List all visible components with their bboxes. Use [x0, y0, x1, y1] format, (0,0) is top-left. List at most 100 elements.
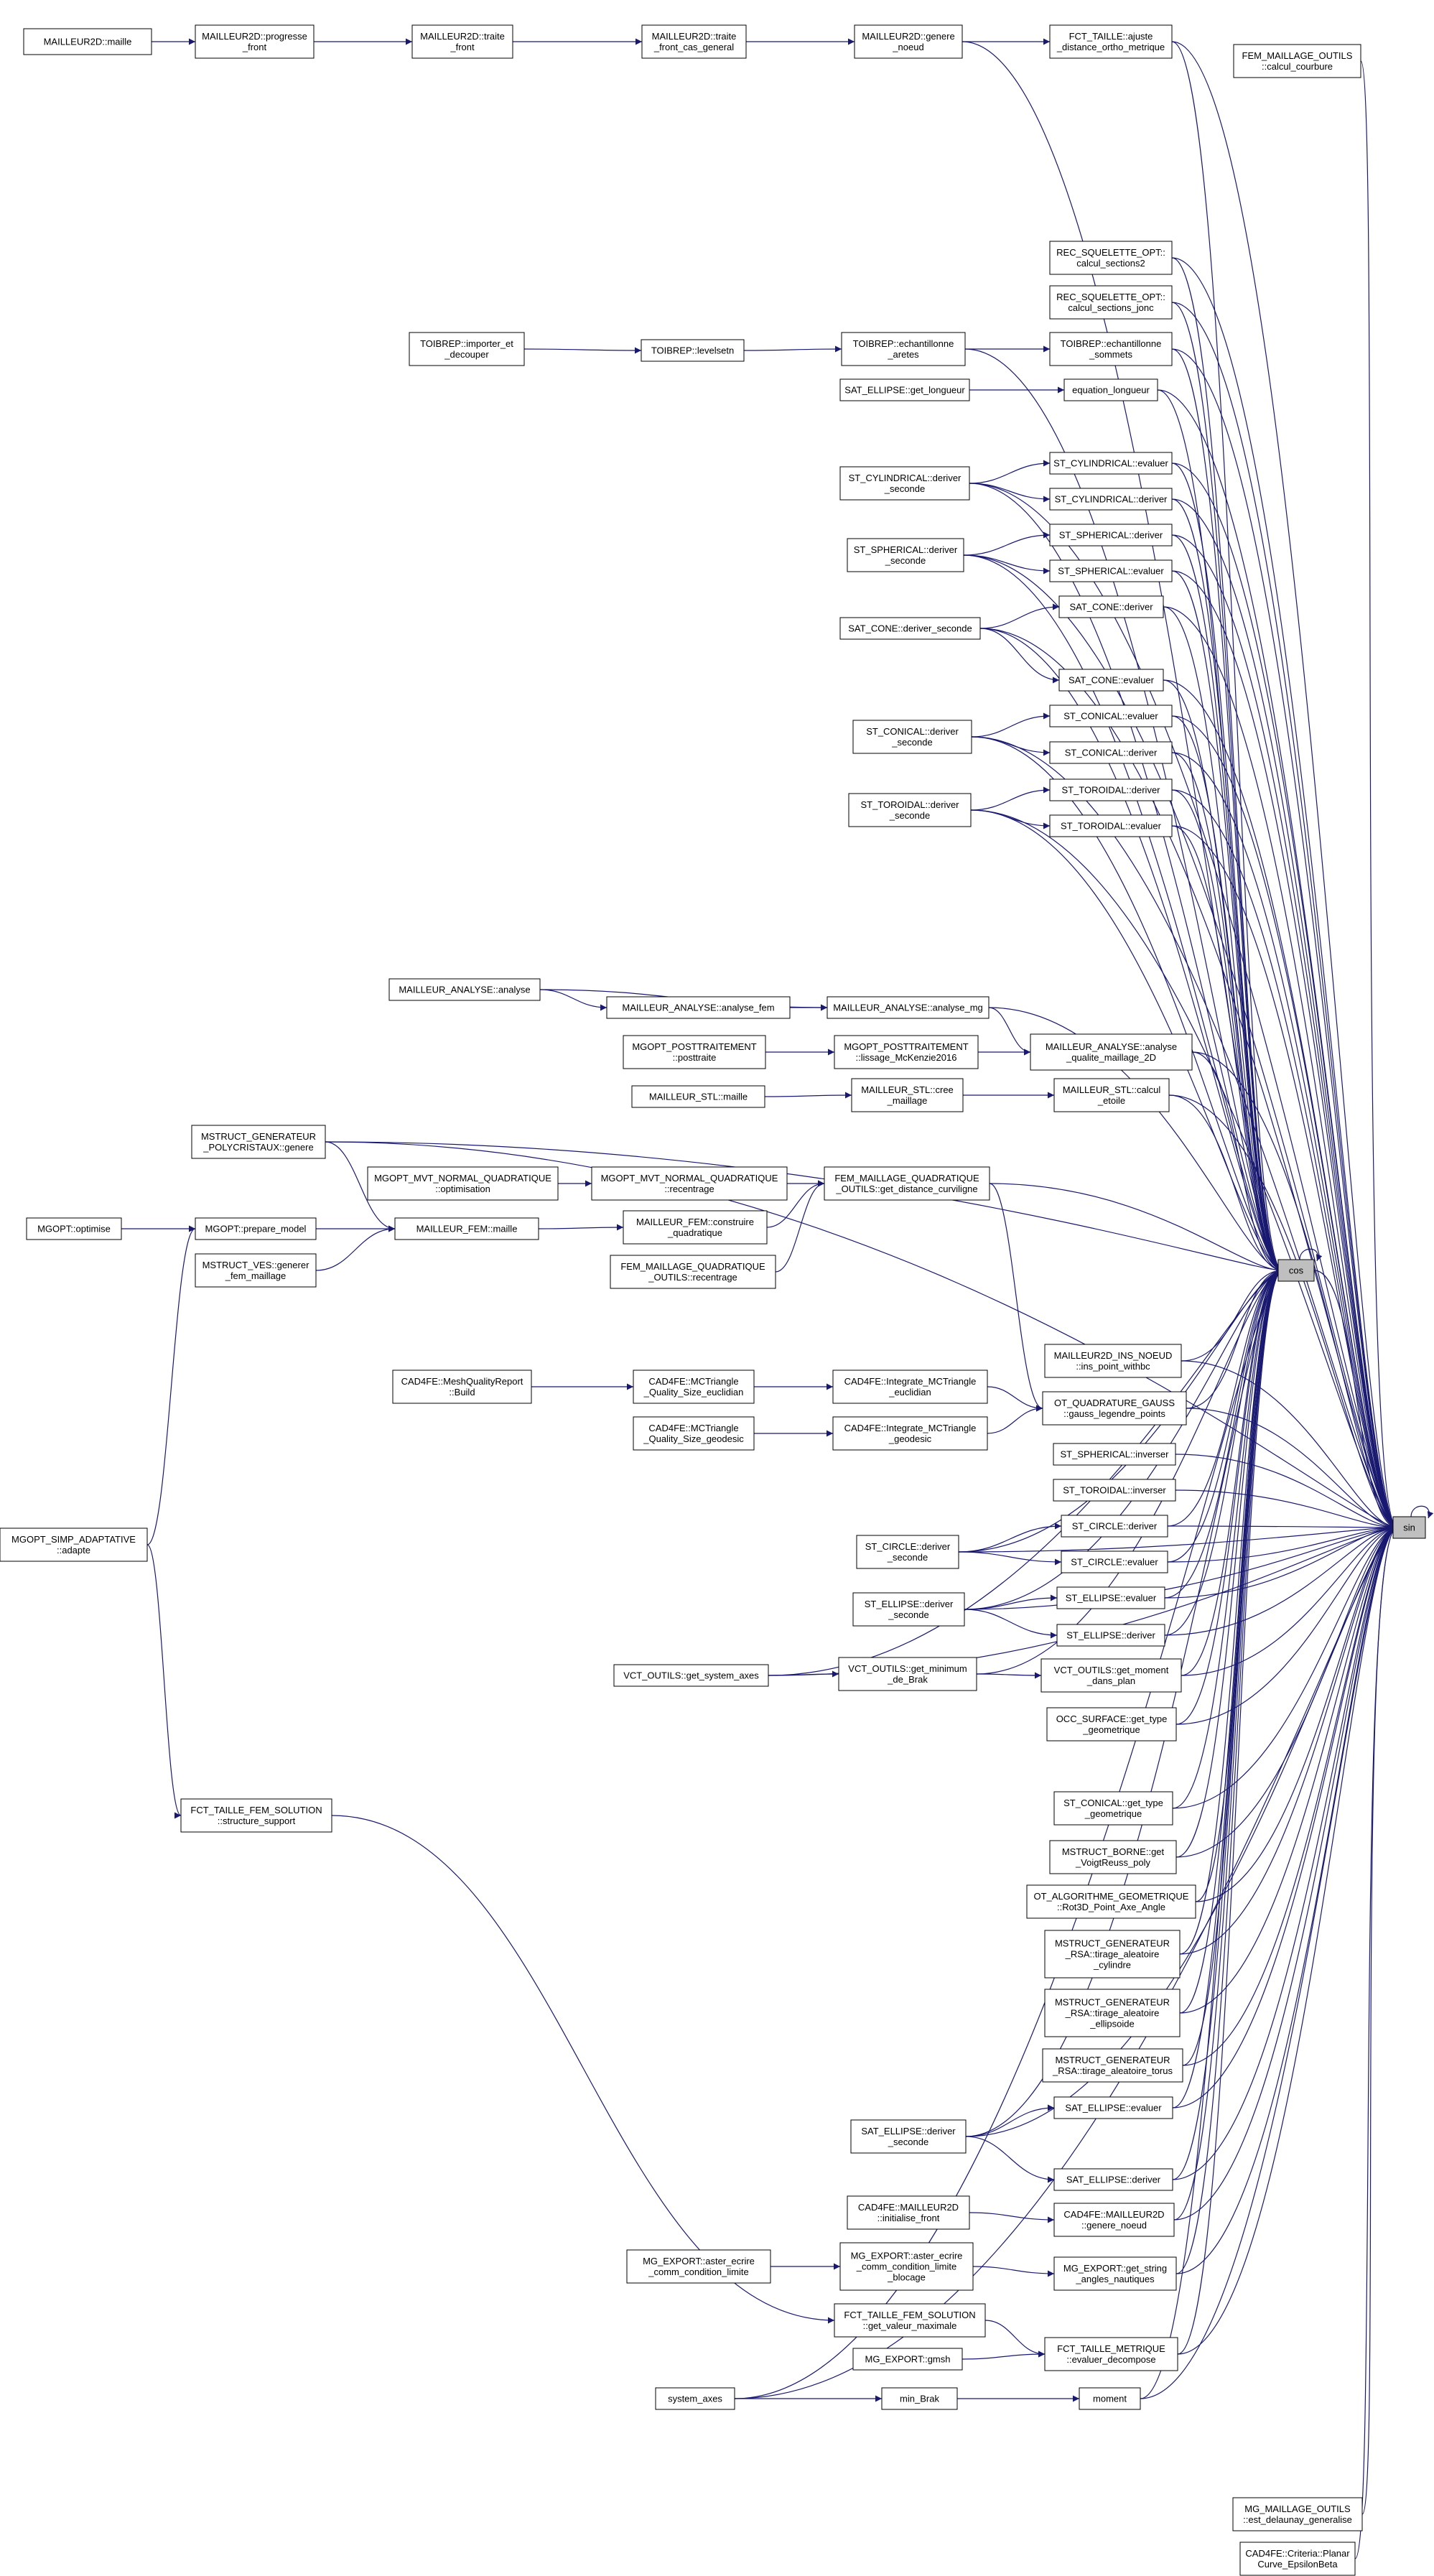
graph-node[interactable]: MGOPT_POSTTRAITEMENT::posttraite: [623, 1035, 766, 1069]
graph-node[interactable]: MAILLEUR_ANALYSE::analyse: [388, 978, 541, 1001]
graph-node[interactable]: ST_CONICAL::get_type_geometrique: [1053, 1791, 1173, 1826]
graph-node[interactable]: ST_CYLINDRICAL::deriver: [1049, 488, 1173, 511]
graph-node[interactable]: MG_EXPORT::aster_ecrire_comm_condition_l…: [839, 2242, 974, 2291]
graph-node[interactable]: MGOPT::optimise: [26, 1217, 122, 1240]
graph-node[interactable]: ST_ELLIPSE::deriver_seconde: [852, 1592, 965, 1627]
graph-node[interactable]: MGOPT_MVT_NORMAL_QUADRATIQUE::optimisati…: [367, 1166, 559, 1201]
graph-node[interactable]: SAT_CONE::evaluer: [1058, 669, 1164, 692]
graph-node[interactable]: CAD4FE::Integrate_MCTriangle_geodesic: [832, 1416, 988, 1451]
graph-node[interactable]: ST_SPHERICAL::deriver_seconde: [847, 538, 964, 572]
node-label: _decouper: [444, 349, 489, 360]
graph-node[interactable]: MAILLEUR2D::traite_front: [411, 24, 513, 59]
graph-node[interactable]: MAILLEUR_FEM::maille: [394, 1217, 539, 1240]
edge-n51-to-cos: [1181, 1267, 1283, 1362]
graph-node[interactable]: cos: [1277, 1259, 1315, 1282]
graph-node[interactable]: MAILLEUR2D::genere_noeud: [854, 24, 963, 59]
graph-node[interactable]: MAILLEUR_ANALYSE::analyse_qualite_mailla…: [1030, 1033, 1193, 1071]
graph-node[interactable]: MSTRUCT_BORNE::get_VoigtReuss_poly: [1049, 1840, 1177, 1874]
graph-node[interactable]: MAILLEUR_ANALYSE::analyse_mg: [827, 996, 990, 1019]
graph-node[interactable]: sin: [1392, 1516, 1426, 1539]
graph-node[interactable]: MSTRUCT_GENERATEUR_RSA::tirage_aleatoire…: [1044, 1930, 1181, 1979]
graph-node[interactable]: OT_ALGORITHME_GEOMETRIQUE::Rot3D_Point_A…: [1026, 1884, 1196, 1919]
graph-node[interactable]: ST_CIRCLE::evaluer: [1061, 1550, 1168, 1573]
graph-node[interactable]: FCT_TAILLE_FEM_SOLUTION::structure_suppo…: [180, 1798, 332, 1833]
graph-node[interactable]: moment: [1079, 2387, 1141, 2410]
graph-node[interactable]: ST_TOROIDAL::deriver: [1049, 778, 1173, 801]
graph-node[interactable]: ST_CONICAL::deriver: [1049, 741, 1173, 764]
node-label: ST_CIRCLE::deriver: [1072, 1521, 1158, 1532]
graph-node[interactable]: SAT_CONE::deriver: [1058, 595, 1164, 618]
graph-node[interactable]: MG_EXPORT::get_string_angles_nautiques: [1053, 2256, 1177, 2291]
graph-node[interactable]: CAD4FE::MeshQualityReport::Build: [392, 1370, 532, 1404]
graph-node[interactable]: ST_CONICAL::deriver_seconde: [852, 720, 972, 754]
graph-node[interactable]: MGOPT_SIMP_ADAPTATIVE::adapte: [0, 1528, 148, 1562]
graph-node[interactable]: VCT_OUTILS::get_moment_dans_plan: [1040, 1658, 1182, 1693]
graph-node[interactable]: MAILLEUR2D_INS_NOEUD::ins_point_withbc: [1044, 1344, 1182, 1378]
graph-node[interactable]: MAILLEUR_ANALYSE::analyse_fem: [606, 996, 791, 1019]
graph-node[interactable]: MG_EXPORT::aster_ecrire_comm_condition_l…: [626, 2249, 771, 2284]
graph-node[interactable]: TOIBREP::echantillonne_aretes: [841, 332, 966, 366]
graph-node[interactable]: MG_EXPORT::gmsh: [852, 2348, 963, 2371]
graph-node[interactable]: ST_TOROIDAL::inverser: [1053, 1479, 1176, 1502]
graph-node[interactable]: ST_TOROIDAL::deriver_seconde: [848, 793, 972, 827]
graph-node[interactable]: MSTRUCT_GENERATEUR_POLYCRISTAUX::genere: [191, 1125, 326, 1159]
graph-node[interactable]: ST_CYLINDRICAL::deriver_seconde: [839, 466, 970, 501]
node-box: [1061, 1550, 1168, 1573]
graph-node[interactable]: TOIBREP::importer_et_decouper: [409, 332, 525, 366]
graph-node[interactable]: ST_SPHERICAL::inverser: [1053, 1443, 1176, 1466]
graph-node[interactable]: SAT_ELLIPSE::evaluer: [1053, 2096, 1173, 2119]
graph-node[interactable]: ST_CONICAL::evaluer: [1049, 705, 1173, 727]
graph-node[interactable]: CAD4FE::Criteria::PlanarCurve_EpsilonBet…: [1239, 2542, 1356, 2576]
graph-node[interactable]: ST_SPHERICAL::deriver: [1049, 524, 1173, 547]
graph-node[interactable]: MSTRUCT_GENERATEUR_RSA::tirage_aleatoire…: [1044, 1989, 1181, 2037]
graph-node[interactable]: ST_CIRCLE::deriver_seconde: [856, 1535, 959, 1569]
graph-node[interactable]: SAT_ELLIPSE::deriver_seconde: [850, 2119, 967, 2154]
graph-node[interactable]: CAD4FE::MCTriangle_Quality_Size_euclidia…: [633, 1370, 755, 1404]
node-label: SAT_ELLIPSE::deriver: [1066, 2175, 1161, 2185]
graph-node[interactable]: ST_CIRCLE::deriver: [1061, 1515, 1168, 1538]
graph-node[interactable]: VCT_OUTILS::get_system_axes: [613, 1664, 769, 1687]
graph-node[interactable]: SAT_ELLIPSE::get_longueur: [839, 378, 970, 401]
graph-node[interactable]: MAILLEUR_FEM::construire_quadratique: [623, 1210, 768, 1245]
graph-node[interactable]: MAILLEUR_STL::calcul_etoile: [1053, 1078, 1170, 1112]
edge-n21-to-cos: [1171, 570, 1283, 1274]
graph-node[interactable]: TOIBREP::levelsetn: [641, 339, 745, 362]
graph-node[interactable]: CAD4FE::MCTriangle_Quality_Size_geodesic: [633, 1416, 755, 1451]
graph-node[interactable]: OT_QUADRATURE_GAUSS::gauss_legendre_poin…: [1042, 1391, 1187, 1426]
graph-node[interactable]: MSTRUCT_GENERATEUR_RSA::tirage_aleatoire…: [1042, 2048, 1183, 2083]
graph-node[interactable]: ST_TOROIDAL::evaluer: [1049, 814, 1173, 837]
graph-node[interactable]: SAT_ELLIPSE::deriver: [1053, 2168, 1173, 2191]
graph-node[interactable]: MAILLEUR_STL::cree_maillage: [851, 1078, 964, 1112]
graph-node[interactable]: FCT_TAILLE_FEM_SOLUTION::get_valeur_maxi…: [834, 2303, 986, 2338]
graph-node[interactable]: OCC_SURFACE::get_type_geometrique: [1046, 1707, 1177, 1742]
graph-node[interactable]: MAILLEUR2D::maille: [23, 28, 152, 55]
graph-node[interactable]: MGOPT_MVT_NORMAL_QUADRATIQUE::recentrage: [591, 1166, 788, 1201]
graph-node[interactable]: VCT_OUTILS::get_minimum_de_Brak: [838, 1657, 977, 1691]
graph-node[interactable]: FCT_TAILLE::ajuste_distance_ortho_metriq…: [1049, 24, 1173, 59]
graph-node[interactable]: ST_CYLINDRICAL::evaluer: [1049, 452, 1173, 475]
graph-node[interactable]: system_axes: [655, 2387, 735, 2410]
graph-node[interactable]: MG_MAILLAGE_OUTILS::est_delaunay_general…: [1232, 2497, 1363, 2531]
graph-node[interactable]: CAD4FE::Integrate_MCTriangle_euclidian: [832, 1370, 988, 1404]
graph-node[interactable]: ST_SPHERICAL::evaluer: [1049, 559, 1173, 582]
graph-node[interactable]: MGOPT::prepare_model: [195, 1217, 317, 1240]
graph-node[interactable]: FEM_MAILLAGE_OUTILS::calcul_courbure: [1233, 44, 1361, 78]
graph-node[interactable]: FEM_MAILLAGE_QUADRATIQUE_OUTILS::recentr…: [610, 1255, 776, 1289]
graph-node[interactable]: ST_ELLIPSE::deriver: [1056, 1624, 1165, 1647]
graph-node[interactable]: MAILLEUR_STL::maille: [631, 1085, 765, 1108]
graph-node[interactable]: ST_ELLIPSE::evaluer: [1056, 1586, 1165, 1609]
graph-node[interactable]: CAD4FE::MAILLEUR2D::genere_noeud: [1053, 2203, 1175, 2237]
graph-node[interactable]: TOIBREP::echantillonne_sommets: [1049, 332, 1173, 366]
graph-node[interactable]: MGOPT_POSTTRAITEMENT::lissage_McKenzie20…: [834, 1035, 979, 1069]
graph-node[interactable]: min_Brak: [881, 2387, 958, 2410]
graph-node[interactable]: MAILLEUR2D::traite_front_cas_general: [641, 24, 747, 59]
graph-node[interactable]: CAD4FE::MAILLEUR2D::initialise_front: [847, 2195, 970, 2230]
graph-node[interactable]: equation_longueur: [1063, 378, 1158, 401]
graph-node[interactable]: REC_SQUELETTE_OPT::calcul_sections2: [1049, 241, 1173, 275]
graph-node[interactable]: REC_SQUELETTE_OPT::calcul_sections_jonc: [1049, 285, 1173, 320]
graph-node[interactable]: SAT_CONE::deriver_seconde: [839, 617, 981, 640]
graph-node[interactable]: MAILLEUR2D::progresse_front: [195, 24, 315, 59]
graph-node[interactable]: MSTRUCT_VES::generer_fem_maillage: [195, 1253, 317, 1288]
graph-node[interactable]: FEM_MAILLAGE_QUADRATIQUE_OUTILS::get_dis…: [824, 1166, 990, 1201]
graph-node[interactable]: FCT_TAILLE_METRIQUE::evaluer_decompose: [1044, 2337, 1178, 2371]
